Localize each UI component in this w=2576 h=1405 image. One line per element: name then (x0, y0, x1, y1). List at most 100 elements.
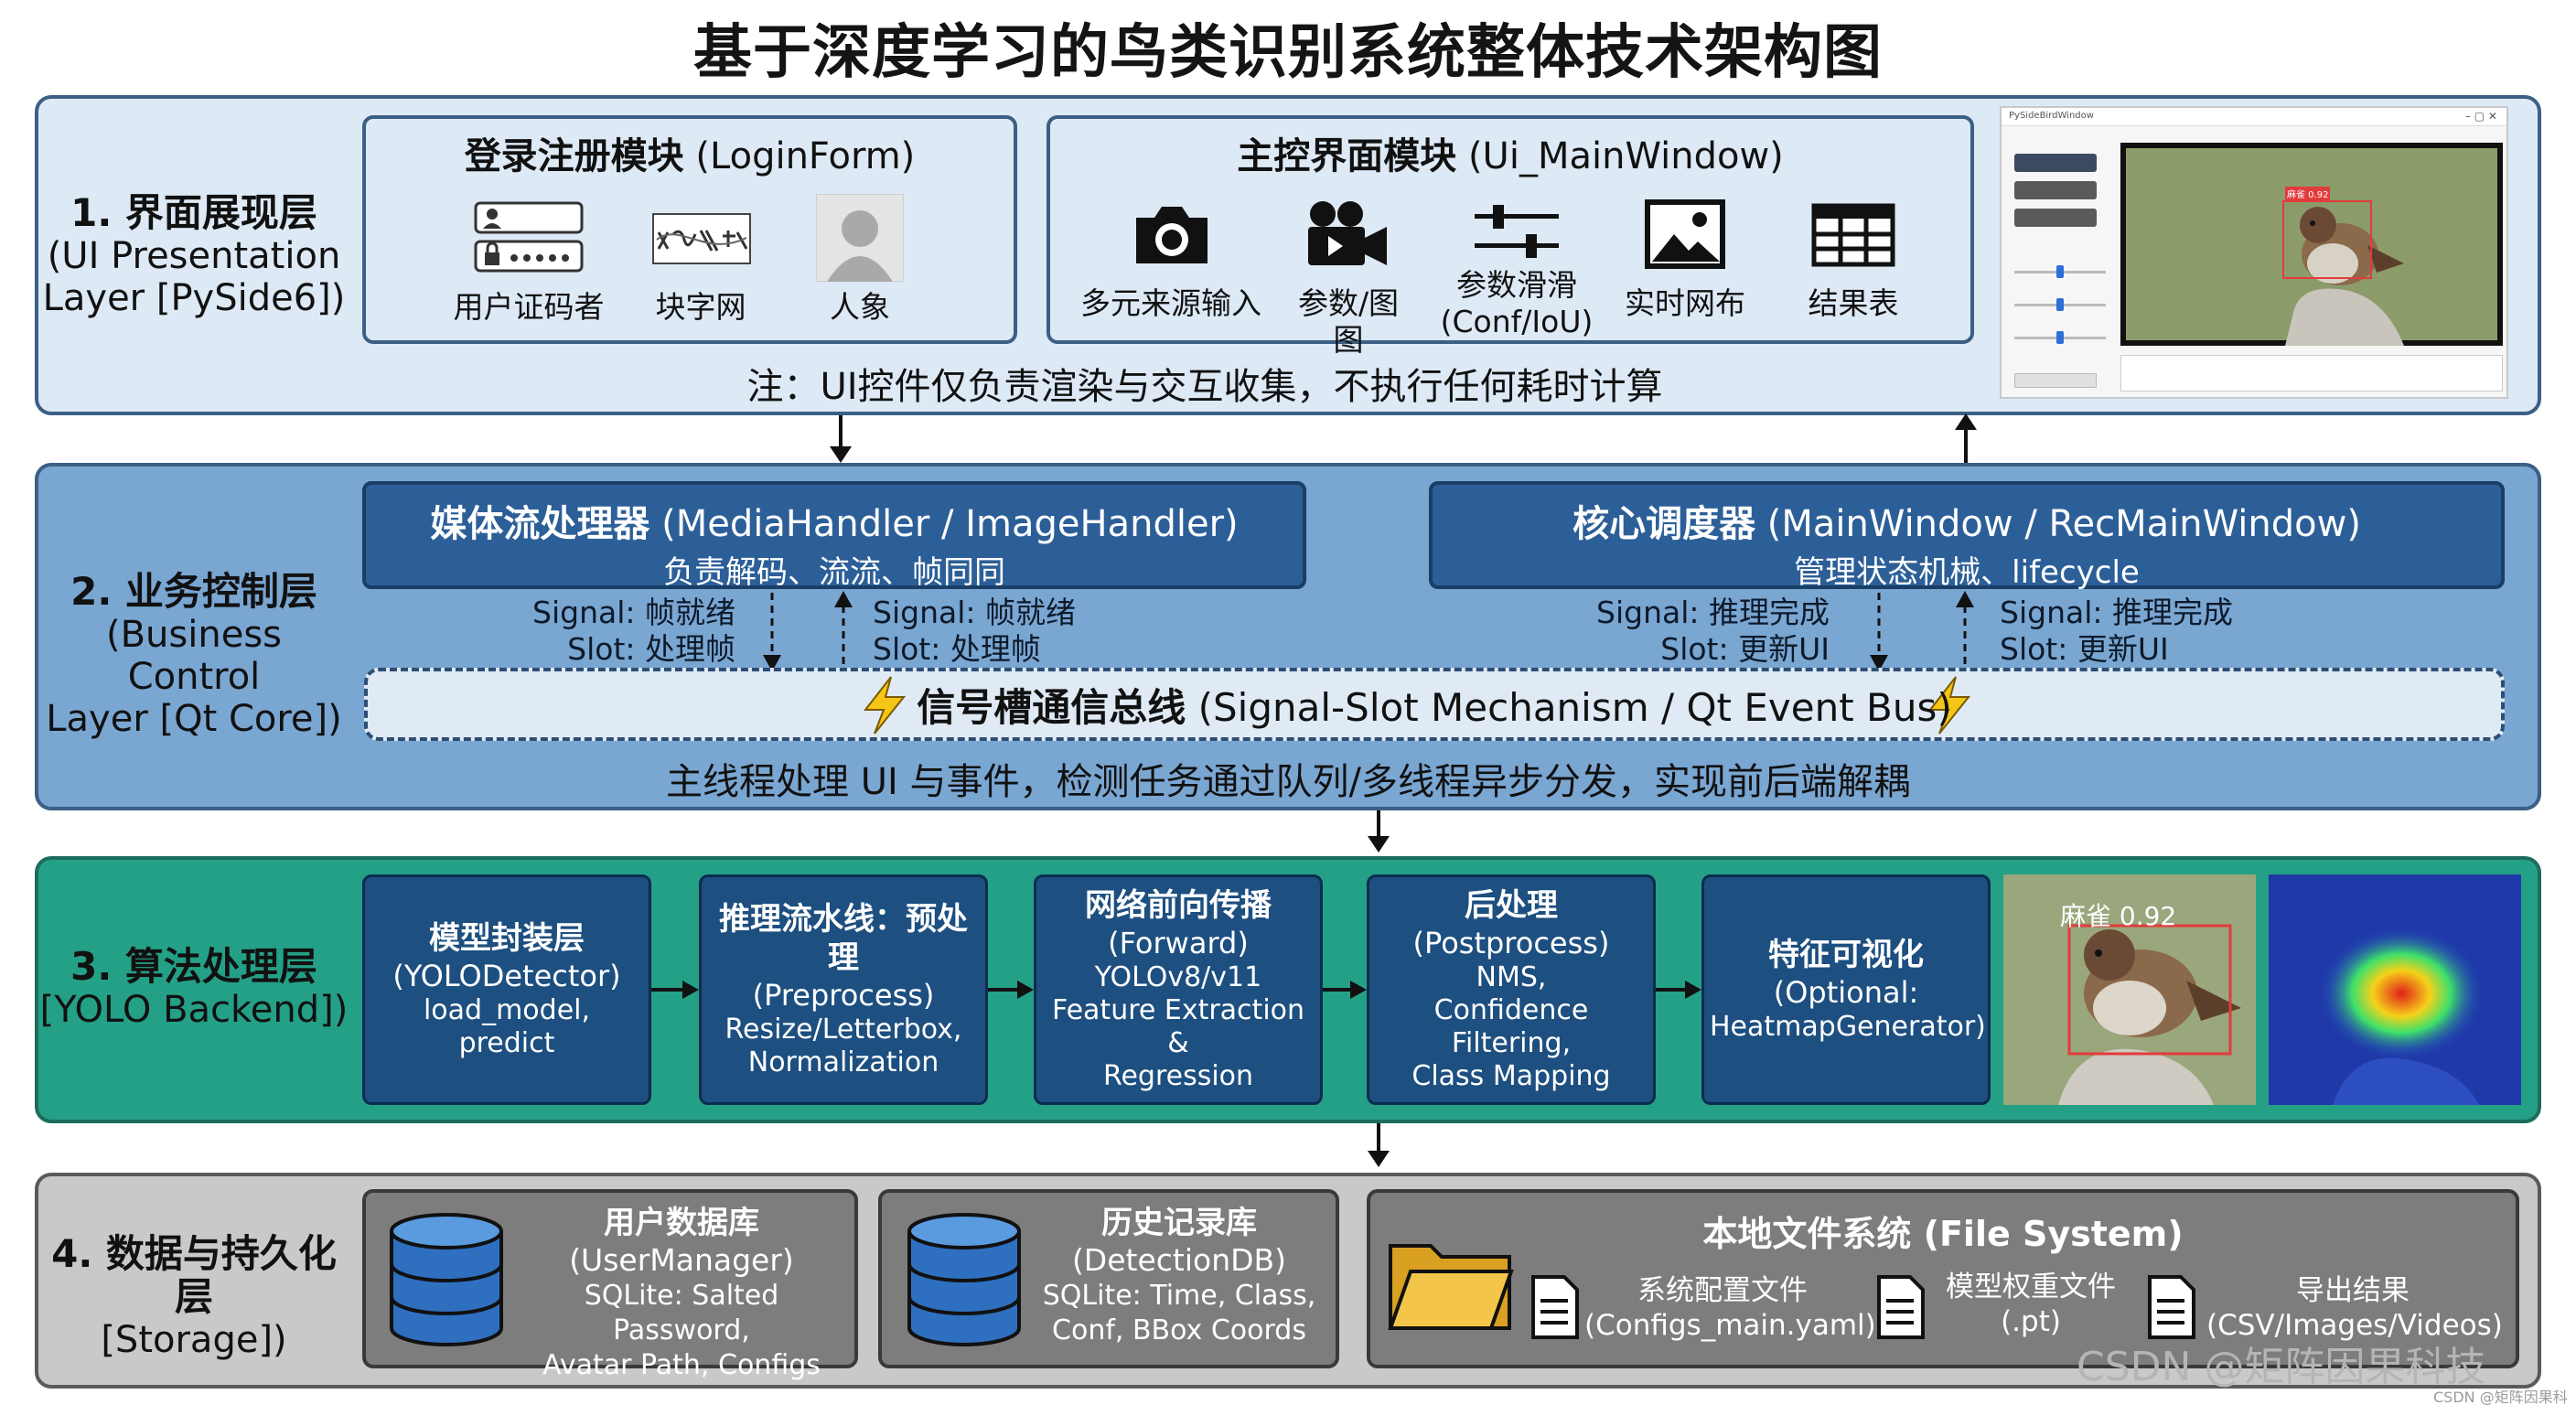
video-camera-icon (1308, 201, 1387, 265)
signal-label-far: Signal: 推理完成 Slot: 更新UI (2000, 595, 2274, 668)
main-item-slider-cn: 参数滑滑 (1456, 267, 1577, 303)
user-db-l1: 用户数据库 (604, 1205, 759, 1241)
fs-config-cn: 系统配置文件 (1637, 1274, 1808, 1307)
algo-model-l1: 模型封装层 (429, 920, 585, 957)
layer1-note: 注：UI控件仅负责渲染与交互收集，不执行任何耗时计算 (746, 366, 1663, 408)
signal-label-left: Signal: 帧就绪 Slot: 处理帧 (512, 595, 735, 668)
algo-fwd-l4: Feature Extraction & (1051, 994, 1305, 1059)
login-module-title: 登录注册模块 (LoginForm) (362, 126, 1017, 179)
signal-label-mid: Signal: 帧就绪 Slot: 处理帧 (873, 595, 1147, 668)
hist-db-l3: SQLite: Time, Class, (1042, 1280, 1316, 1312)
main-item-realtime: 实时网布 (1625, 285, 1745, 321)
media-desc: 负责解码、流流、帧同同 (663, 554, 1005, 591)
main-title-en: (Ui_MainWindow) (1467, 135, 1784, 177)
fs-export-en: (CSV/Images/Videos) (2206, 1309, 2503, 1342)
signal-arrows-right (1870, 591, 1974, 671)
page-title: 基于深度学习的鸟类识别系统整体技术架构图 (693, 19, 1883, 87)
media-title-en: (MediaHandler / ImageHandler) (661, 503, 1239, 545)
algo-post-l5: Class Mapping (1411, 1060, 1611, 1092)
algo-box-model: 模型封装层 (YOLODetector) load_model, predict (362, 874, 651, 1105)
layer2-note: 主线程处理 UI 与事件，检测任务通过队列/多线程异步分发，实现前后端解耦 (666, 761, 1910, 803)
user-db-l4: Avatar Path, Configs (542, 1349, 821, 1381)
algo-fwd-l2: (Forward) (1108, 926, 1249, 960)
folder-icon (1388, 1244, 1514, 1330)
signal-mid-2: Slot: 处理帧 (873, 631, 1041, 667)
signal-far-1: Signal: 推理完成 (2000, 595, 2233, 630)
algo-model-l2: (YOLODetector) (392, 959, 621, 993)
lightning-icon-right (1927, 676, 1971, 735)
document-icon-config (1531, 1275, 1579, 1339)
camera-icon (1136, 207, 1208, 263)
layer1-name-en2: Layer [PySide6]) (42, 277, 346, 319)
main-item-param-image: 参数/图图 (1297, 285, 1400, 358)
algo-post-l2: (Postprocess) (1412, 926, 1610, 960)
fs-export: 导出结果 (CSV/Images/Videos) (2206, 1273, 2503, 1343)
signal-right-1: Signal: 推理完成 (1596, 595, 1830, 630)
layer3-name-cn: 3. 算法处理层 (70, 944, 317, 989)
image-icon (1645, 199, 1725, 269)
signal-left-2: Slot: 处理帧 (567, 631, 735, 667)
hist-db-l2: (DetectionDB) (1071, 1242, 1287, 1278)
main-item-slider-en: (Conf/IoU) (1440, 304, 1594, 339)
table-icon (1811, 203, 1895, 267)
detection-label: 麻雀 0.92 (2060, 901, 2177, 931)
fs-config-en: (Configs_main.yaml) (1584, 1309, 1876, 1342)
layer1-name-en1: (UI Presentation (47, 235, 341, 277)
algo-arrow-2 (988, 981, 1034, 999)
layer2-name: 2. 业务控制层 (Business Control Layer [Qt Cor… (38, 571, 349, 741)
signal-far-2: Slot: 更新UI (2000, 631, 2169, 667)
algo-model-l3: load_model, (423, 994, 591, 1026)
signal-slot-bus (364, 668, 2505, 741)
main-window-module-title: 主控界面模块 (Ui_MainWindow) (1046, 126, 1974, 179)
signal-left-1: Signal: 帧就绪 (532, 595, 735, 630)
algo-pre-l1: 推理流水线：预处理 (719, 901, 968, 976)
layer2-name-en2: Layer [Qt Core]) (46, 698, 342, 740)
algo-fwd-l5: Regression (1102, 1060, 1254, 1092)
core-desc: 管理状态机械、lifecycle (1794, 554, 2140, 591)
core-title-cn: 核心调度器 (1572, 503, 1756, 545)
login-item-user: 用户证码者 (453, 289, 605, 325)
algo-fwd-l3: YOLOv8/v11 (1094, 961, 1262, 993)
watermark-small: CSDN @矩阵因果科技 (2433, 1389, 2568, 1405)
media-handler-box: 媒体流处理器 (MediaHandler / ImageHandler) 负责解… (362, 481, 1306, 591)
main-item-result-table: 结果表 (1808, 285, 1899, 321)
algo-arrow-1 (651, 981, 699, 999)
algo-box-postprocess: 后处理 (Postprocess) NMS, Confidence Filter… (1367, 874, 1656, 1105)
algo-vis-l3: HeatmapGenerator) (1710, 1011, 1986, 1043)
algo-box-visualization: 特征可视化 (Optional: HeatmapGenerator) (1701, 874, 1991, 1105)
arrow-l2-to-l3 (1377, 810, 1380, 842)
core-scheduler-box: 核心调度器 (MainWindow / RecMainWindow) 管理状态机… (1429, 481, 2505, 591)
layer4-name: 4. 数据与持久化层 [Storage]) (38, 1233, 349, 1362)
layer4-name-en: [Storage]) (101, 1319, 287, 1361)
arrow-l1-to-l2 (839, 415, 843, 454)
document-icon-weights (1877, 1275, 1925, 1339)
main-title-cn: 主控界面模块 (1237, 135, 1457, 177)
lightning-icon-left (863, 676, 907, 735)
captcha-icon (652, 213, 751, 264)
main-item-input: 多元来源输入 (1080, 285, 1261, 321)
database-icon-history (907, 1213, 1021, 1346)
login-title-en: (LoginForm) (695, 135, 916, 177)
algo-post-l1: 后处理 (1465, 887, 1558, 924)
login-item-captcha: 块字网 (655, 289, 746, 325)
arrow-l2-to-l1 (1964, 426, 1968, 463)
signal-mid-1: Signal: 帧就绪 (873, 595, 1076, 630)
algo-box-forward: 网络前向传播 (Forward) YOLOv8/v11 Feature Extr… (1034, 874, 1323, 1105)
bus-label-en: (Signal-Slot Mechanism / Qt Event Bus) (1197, 685, 1952, 730)
algo-fwd-l1: 网络前向传播 (1085, 887, 1272, 924)
watermark: CSDN @矩阵因果科技 (2077, 1344, 2486, 1390)
core-title-en: (MainWindow / RecMainWindow) (1766, 503, 2361, 545)
user-form-icon (474, 201, 584, 273)
avatar-icon (816, 194, 904, 282)
bus-label-cn: 信号槽通信总线 (917, 685, 1186, 730)
arrow-l3-to-l4 (1377, 1123, 1380, 1154)
main-item-slider: 参数滑滑 (Conf/IoU) (1436, 267, 1597, 340)
history-db-text: 历史记录库 (DetectionDB) SQLite: Time, Class,… (1025, 1204, 1334, 1348)
slider-icon (1475, 205, 1559, 258)
signal-right-2: Slot: 更新UI (1660, 631, 1830, 667)
layer2-name-en1: (Business Control (106, 614, 282, 698)
layer1-name: 1. 界面展现层 (UI Presentation Layer [PySide6… (38, 192, 349, 320)
heatmap-image (2269, 874, 2521, 1105)
fs-weights-en: (.pt) (2001, 1305, 2061, 1338)
document-icon-export (2148, 1275, 2195, 1339)
